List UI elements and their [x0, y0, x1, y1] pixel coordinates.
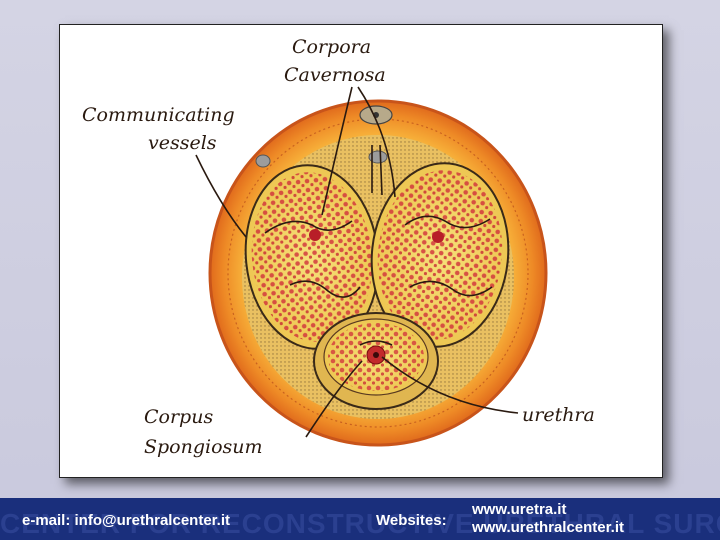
corpora-leader-right	[357, 86, 396, 198]
label-urethra: urethra	[522, 404, 595, 426]
website-link-uretra[interactable]: www.uretra.it	[472, 501, 567, 518]
leader-lines	[195, 86, 519, 438]
footer-websites-label: Websites:	[376, 512, 447, 529]
corpus-spongiosum	[313, 312, 439, 410]
label-corpus: Corpus	[144, 406, 213, 428]
right-corpus-cavernosum	[370, 162, 510, 348]
communicating-vessel-lines	[264, 144, 493, 346]
footer-watermark: CENTER FOR RECONSTRUCTIVE URETHRAL SURGE…	[0, 508, 720, 539]
label-cavernosa: Cavernosa	[284, 64, 386, 86]
corpora-leader-left	[321, 86, 353, 216]
footer-websites: www.uretra.it www.urethralcenter.it	[472, 501, 624, 537]
footer-bar: CENTER FOR RECONSTRUCTIVE URETHRAL SURGE…	[0, 498, 720, 540]
label-communicating: Communicating	[82, 104, 235, 126]
label-corpora: Corpora	[292, 36, 371, 58]
footer-email[interactable]: e-mail: info@urethralcenter.it	[22, 512, 231, 529]
label-spongiosum: Spongiosum	[144, 436, 263, 458]
urethra-leader	[381, 356, 519, 414]
diagram-frame: Corpora Cavernosa Communicating vessels …	[59, 24, 663, 478]
website-link-urethralcenter[interactable]: www.urethralcenter.it	[472, 519, 624, 536]
left-corpus-cavernosum	[244, 164, 380, 350]
vessels-leader	[195, 154, 247, 238]
spongiosum-leader	[305, 360, 363, 438]
cross-section-illustration: Corpora Cavernosa Communicating vessels …	[82, 36, 595, 458]
label-vessels: vessels	[148, 132, 217, 154]
